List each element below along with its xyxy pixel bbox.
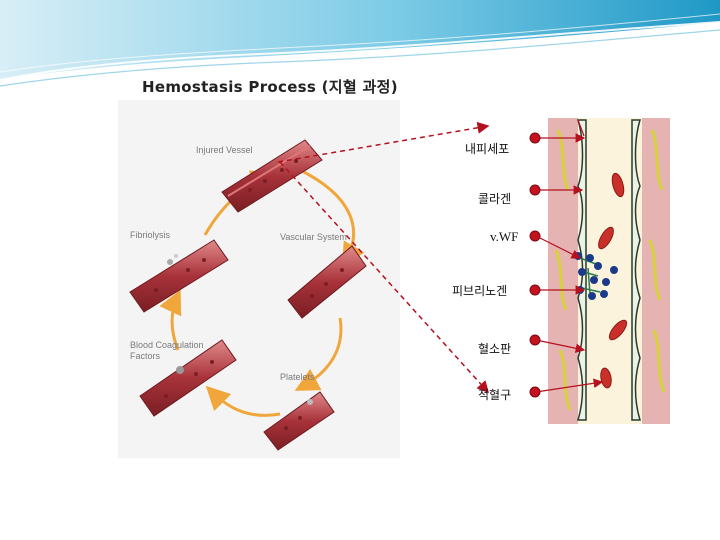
- term-vwf: v.WF: [490, 229, 519, 244]
- label-blood-coagulation-line2: Factors: [130, 351, 161, 361]
- term-endothelial-cell: 내피세포: [465, 142, 510, 156]
- term-collagen: 콜라겐: [478, 192, 512, 206]
- hemostasis-cycle-diagram: [118, 100, 400, 458]
- red-blood-cells: [598, 172, 628, 389]
- header-wave: [0, 0, 720, 87]
- label-blood-coagulation-line1: Blood Coagulation: [130, 340, 204, 350]
- label-blood-coagulation-factors: Blood Coagulation Factors: [130, 340, 204, 362]
- dashed-connectors: [277, 121, 490, 394]
- endothelium-right: [631, 119, 642, 421]
- label-platelets: Platelets: [280, 372, 315, 382]
- label-injured-vessel: Injured Vessel: [196, 145, 253, 155]
- cycle-arrow-3: [205, 385, 281, 417]
- label-fibriolysis: Fibriolysis: [130, 230, 171, 240]
- vessel-fibriolysis: [129, 239, 229, 313]
- collagen-fibers: [554, 129, 666, 411]
- slide-title: Hemostasis Process (지혈 과정): [142, 78, 398, 96]
- vessel-coagulation: [139, 339, 237, 417]
- term-platelet: 혈소판: [478, 342, 512, 356]
- label-vascular-system: Vascular System: [280, 232, 347, 242]
- label-pointers: [529, 119, 604, 398]
- term-red-blood-cell: 적혈구: [478, 388, 512, 402]
- cycle-arrow-2: [294, 317, 343, 391]
- vessel-platelets: [263, 391, 335, 451]
- term-fibrinogen: 피브리노겐: [452, 284, 508, 298]
- vessel-cross-section: [548, 118, 670, 424]
- vessel-vascular-system: [287, 245, 367, 319]
- cycle-arrow-4: [159, 289, 182, 351]
